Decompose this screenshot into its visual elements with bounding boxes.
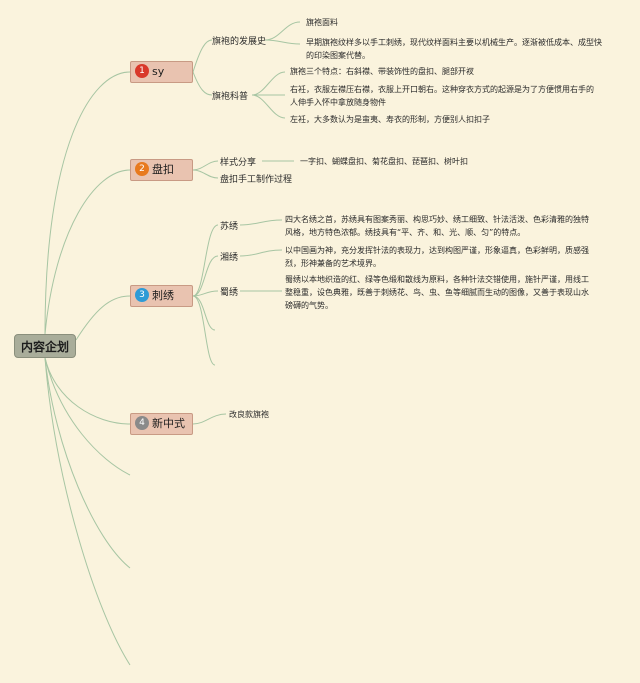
topic-xiang-embroidery[interactable]: 湘绣 bbox=[220, 253, 239, 263]
leaf-qipao-pattern[interactable]: 早期旗袍纹样多以手工刺绣，现代纹样面料主要以机械生产。逐渐被低成本、成型快的印染… bbox=[306, 38, 602, 60]
number-2-icon: 2 bbox=[135, 162, 149, 176]
leaf-qipao-fabric[interactable]: 旗袍面料 bbox=[306, 18, 338, 27]
topic-shu-embroidery[interactable]: 蜀绣 bbox=[220, 288, 239, 298]
branch-sy-label: sy bbox=[152, 65, 165, 78]
topic-qipao-history[interactable]: 旗袍的发展史 bbox=[212, 37, 267, 47]
leaf-left-lapel[interactable]: 左衽，大多数认为是蛮夷、寿衣的形制，方便别人扣扣子 bbox=[290, 115, 490, 124]
leaf-qipao-features[interactable]: 旗袍三个特点：右斜襟、带装饰性的盘扣、腿部开衩 bbox=[290, 67, 474, 76]
leaf-improved-qipao[interactable]: 改良款旗袍 bbox=[229, 410, 269, 419]
branch-new-chinese-label: 新中式 bbox=[152, 417, 185, 430]
leaf-xiang-embroidery[interactable]: 以中国画为神，充分发挥针法的表现力，达到构图严谨，形象逼真，色彩鲜明，质感强烈，… bbox=[285, 246, 589, 268]
topic-button-styles[interactable]: 样式分享 bbox=[220, 158, 257, 168]
leaf-right-lapel[interactable]: 右衽，衣服左襟压右襟，衣服上开口朝右。这种穿衣方式的起源是为了方便惯用右手的人伸… bbox=[290, 85, 594, 107]
leaf-su-embroidery[interactable]: 四大名绣之首，苏绣具有图案秀丽、构思巧妙、绣工细致、针法活泼、色彩清雅的独特风格… bbox=[285, 215, 589, 237]
leaf-button-types[interactable]: 一字扣、蝴蝶盘扣、菊花盘扣、琵琶扣、树叶扣 bbox=[300, 157, 468, 166]
number-3-icon: 3 bbox=[135, 288, 149, 302]
number-4-icon: 4 bbox=[135, 416, 149, 430]
number-1-icon: 1 bbox=[135, 64, 149, 78]
leaf-shu-embroidery[interactable]: 蜀绣以本地织造的红、绿等色缎和散线为原料，各种针法交错使用，施针严谨，用线工整稳… bbox=[285, 275, 589, 310]
branch-panku-label: 盘扣 bbox=[152, 163, 174, 176]
topic-su-embroidery[interactable]: 苏绣 bbox=[220, 222, 239, 232]
topic-qipao-science[interactable]: 旗袍科普 bbox=[212, 92, 249, 102]
branch-embroidery-label: 刺绣 bbox=[152, 289, 174, 302]
root-node[interactable]: 内容企划 bbox=[14, 334, 76, 358]
topic-button-process[interactable]: 盘扣手工制作过程 bbox=[220, 175, 293, 185]
